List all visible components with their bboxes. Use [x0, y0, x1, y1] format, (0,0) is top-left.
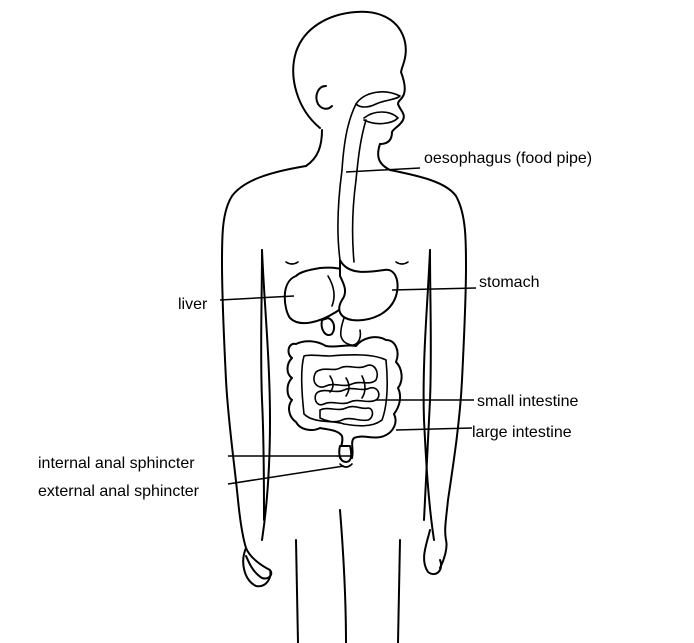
large-intestine-leader	[395, 427, 473, 431]
throat-front	[355, 119, 367, 181]
label-oesophagus: oesophagus (food pipe)	[424, 150, 592, 167]
small-intestine-coil-3	[319, 405, 374, 423]
label-liver: liver	[178, 296, 208, 313]
label-stomach: stomach	[479, 274, 539, 291]
liver-leader	[219, 295, 295, 301]
external-anal-sphincter-mark	[339, 463, 353, 468]
throat-back	[341, 103, 357, 171]
oesophagus-left-wall	[337, 169, 343, 261]
external-anal-sphincter-leader	[227, 465, 345, 485]
nipple-right	[395, 261, 409, 265]
rectum	[338, 445, 353, 463]
tongue	[363, 111, 399, 125]
large-intestine	[286, 336, 403, 459]
duodenum	[339, 317, 362, 346]
leg-right	[397, 539, 401, 643]
neck-front	[377, 143, 391, 171]
gall-bladder	[320, 317, 336, 336]
left-hand	[242, 547, 272, 588]
label-external-anal-sphincter: external anal sphincter	[38, 483, 200, 500]
torso-right	[422, 249, 435, 541]
small-intestine-coil-1	[313, 364, 379, 388]
large-intestine-inner	[300, 354, 388, 427]
right-hand	[423, 529, 442, 576]
nipple-left	[285, 261, 299, 265]
label-large-intestine: large intestine	[472, 424, 572, 441]
neck-back	[305, 129, 323, 167]
leg-left	[295, 539, 299, 643]
body-outline	[221, 10, 467, 643]
torso-left	[261, 249, 271, 541]
oesophagus	[337, 169, 357, 263]
left-arm-inner	[260, 249, 265, 521]
label-internal-anal-sphincter: internal anal sphincter	[38, 455, 195, 472]
label-small-intestine: small intestine	[477, 393, 578, 410]
right-arm-outer	[389, 169, 467, 569]
nasal-cavity	[355, 91, 401, 108]
stomach-leader	[391, 287, 477, 291]
leg-inner	[339, 509, 347, 643]
head-outline	[292, 10, 407, 145]
liver-lobe-line	[327, 275, 335, 307]
stomach	[338, 259, 399, 322]
oesophagus-leader	[345, 167, 421, 173]
mouth-cavity	[341, 91, 401, 181]
oesophagus-right-wall	[351, 179, 357, 263]
small-intestine-fold	[329, 375, 366, 399]
ear-outline	[315, 85, 333, 110]
